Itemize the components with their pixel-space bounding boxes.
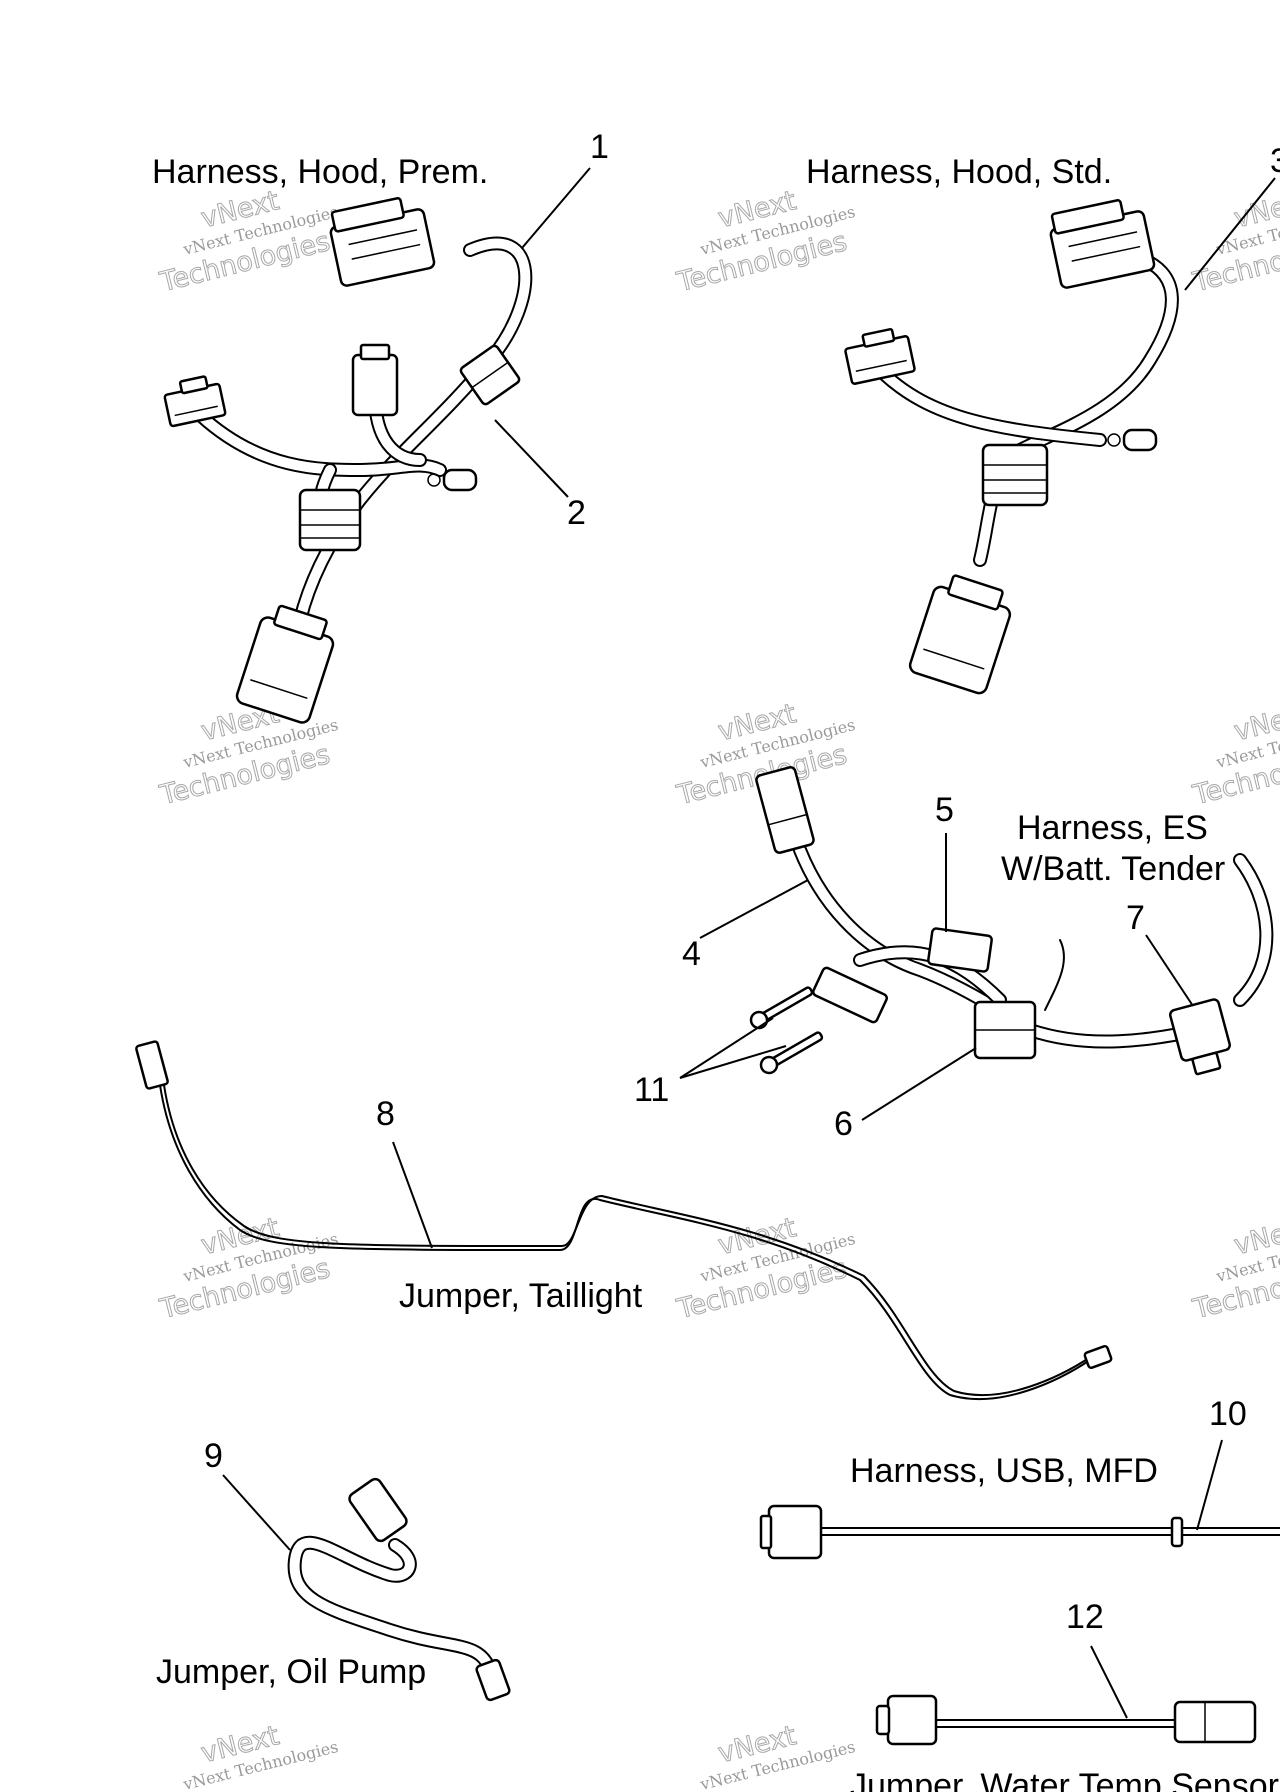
watermark: vNext vNext Technologies Technologies xyxy=(673,185,857,299)
connector-oil-pump-a xyxy=(348,1477,408,1543)
leader-line-3 xyxy=(1184,177,1276,291)
label-harness-es-line1: Harness, ES xyxy=(1017,809,1208,847)
label-harness-hood-prem: Harness, Hood, Prem. xyxy=(152,153,488,191)
part-jumper-oil-pump xyxy=(287,1477,511,1702)
connector-top-es xyxy=(755,766,815,854)
connector-usb-a xyxy=(759,1504,823,1560)
connector-6-es xyxy=(973,1000,1037,1060)
callout-8: 8 xyxy=(376,1095,395,1133)
leader-line-10 xyxy=(1196,1439,1223,1531)
connector-middle-std xyxy=(981,443,1049,507)
callout-5: 5 xyxy=(935,791,954,829)
watermark: vNext vNext Technologies xyxy=(697,1720,857,1792)
connector-water-temp-a xyxy=(875,1694,938,1746)
connector-clip-es xyxy=(812,966,888,1024)
connector-top-prem xyxy=(329,197,436,287)
part-harness-es xyxy=(749,766,1274,1076)
watermark: vNext vNext Technologies Technologies xyxy=(156,1212,340,1326)
label-jumper-water-temp: Jumper, Water Temp Sensor xyxy=(850,1767,1279,1792)
label-harness-hood-std: Harness, Hood, Std. xyxy=(806,153,1112,191)
callout-numbers: 1 2 3 4 5 6 7 8 9 10 11 12 xyxy=(204,128,1280,1636)
label-harness-es-line2: W/Batt. Tender xyxy=(1001,850,1225,888)
leader-line-9 xyxy=(222,1474,291,1551)
callout-12: 12 xyxy=(1066,1598,1104,1636)
callout-11: 11 xyxy=(634,1071,669,1109)
leader-line-2 xyxy=(494,419,569,498)
connector-taillight-b xyxy=(1083,1344,1113,1370)
connector-7-es xyxy=(1168,998,1232,1076)
label-jumper-taillight: Jumper, Taillight xyxy=(399,1277,643,1315)
connector-top-std xyxy=(1049,199,1156,289)
part-harness-usb xyxy=(759,1504,1280,1560)
connector-upright-prem xyxy=(351,343,399,417)
rivet-11a xyxy=(749,986,814,1030)
label-jumper-oil-pump: Jumper, Oil Pump xyxy=(156,1653,426,1691)
leader-line-12 xyxy=(1090,1645,1128,1719)
part-labels: Harness, Hood, Prem. Harness, Hood, Std.… xyxy=(152,153,1279,1792)
connector-usb-grommet xyxy=(1170,1516,1184,1548)
rivet-11b xyxy=(759,1031,824,1075)
callout-4: 4 xyxy=(682,935,701,973)
connector-small-prem xyxy=(427,468,478,492)
connector-oil-pump-b xyxy=(475,1658,511,1702)
connector-middle-prem xyxy=(298,488,362,552)
connector-5-es xyxy=(927,927,993,973)
connector-inline-prem xyxy=(459,344,521,406)
connector-water-temp-b xyxy=(1173,1700,1257,1744)
watermark: vNext vNext Technologies Technologies xyxy=(1189,698,1280,812)
watermark: vNext vNext Technologies Technologies xyxy=(1189,1212,1280,1326)
leader-line-11b xyxy=(679,1045,787,1079)
leader-line-11a xyxy=(679,1017,774,1079)
part-jumper-taillight xyxy=(135,1040,1113,1400)
part-jumper-water-temp xyxy=(875,1694,1257,1746)
leader-line-1 xyxy=(521,167,591,249)
leader-lines xyxy=(222,167,1276,1719)
callout-3: 3 xyxy=(1270,142,1280,180)
connector-small-std xyxy=(1107,428,1158,452)
leader-line-8 xyxy=(392,1141,433,1249)
callout-7: 7 xyxy=(1126,899,1145,937)
callout-10: 10 xyxy=(1209,1395,1247,1433)
callout-1: 1 xyxy=(590,128,609,166)
part-harness-hood-prem xyxy=(163,197,533,724)
leader-line-4 xyxy=(699,879,809,939)
connector-bottom-std xyxy=(908,574,1012,695)
leader-line-6 xyxy=(861,1047,977,1121)
connector-bottom-prem xyxy=(235,604,335,724)
watermark: vNext vNext Technologies xyxy=(180,1720,340,1792)
connector-taillight-a xyxy=(135,1040,169,1090)
callout-9: 9 xyxy=(204,1437,223,1475)
part-harness-hood-std xyxy=(844,199,1179,695)
callout-2: 2 xyxy=(567,494,586,532)
connector-left-prem xyxy=(163,375,227,428)
leader-line-7 xyxy=(1145,934,1194,1007)
connector-left-std xyxy=(844,327,916,385)
callout-6: 6 xyxy=(834,1105,853,1143)
label-harness-usb-mfd: Harness, USB, MFD xyxy=(850,1452,1158,1490)
